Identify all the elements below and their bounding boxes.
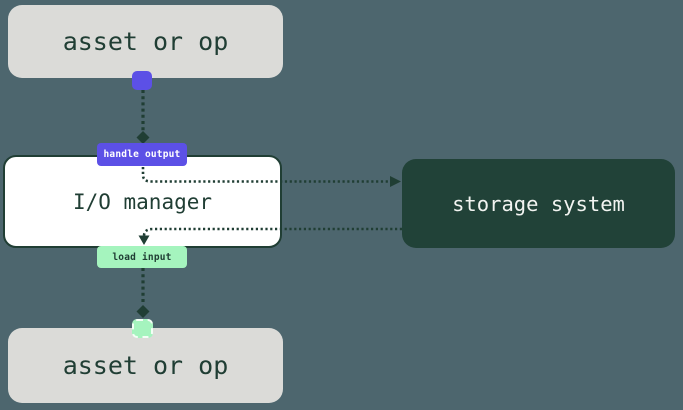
node-storage-system: storage system	[402, 159, 675, 248]
input-handle-square-icon	[132, 319, 153, 338]
output-handle-square-icon	[132, 71, 152, 90]
arrow-right-icon	[390, 176, 401, 187]
load-input-badge-label: load input	[112, 251, 172, 263]
node-asset-top: asset or op	[8, 5, 283, 78]
node-asset-top-label: asset or op	[62, 27, 229, 56]
handle-output-badge: handle output	[97, 143, 187, 166]
node-io-manager: I/O manager	[3, 155, 282, 248]
node-storage-system-label: storage system	[452, 191, 625, 216]
node-asset-bottom-label: asset or op	[62, 351, 229, 380]
node-io-manager-label: I/O manager	[72, 189, 213, 214]
node-asset-bottom: asset or op	[8, 328, 283, 403]
diamond-icon	[136, 305, 150, 318]
handle-output-badge-label: handle output	[103, 149, 181, 160]
load-input-badge: load input	[97, 246, 187, 268]
